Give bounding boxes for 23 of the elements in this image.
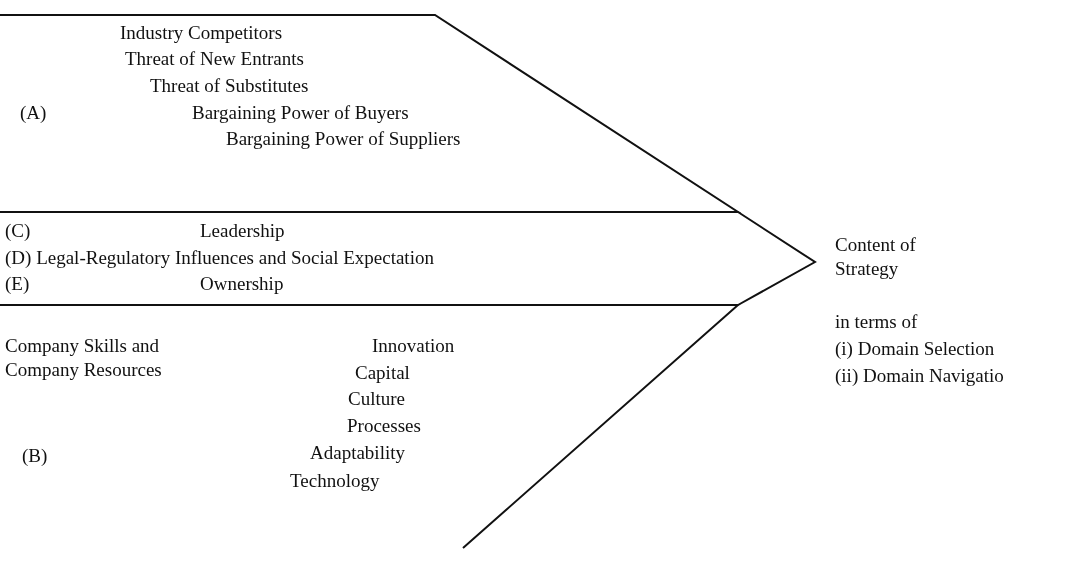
band-text: Threat of Substitutes bbox=[150, 74, 309, 98]
band-text: Technology bbox=[290, 469, 380, 493]
note-text: (i) Domain Selection bbox=[835, 337, 995, 361]
band-text: Threat of New Entrants bbox=[125, 47, 304, 71]
band-text: Leadership bbox=[200, 219, 285, 243]
note-text: in terms of bbox=[835, 310, 918, 334]
band-text: Processes bbox=[347, 414, 421, 438]
note-text: (ii) Domain Navigatio bbox=[835, 364, 1004, 388]
band-text: Capital bbox=[355, 361, 410, 385]
note-text: Content of Strategy bbox=[835, 233, 917, 281]
band-text: Ownership bbox=[200, 272, 284, 296]
band-text: Innovation bbox=[372, 334, 455, 358]
band-text: (B) bbox=[22, 444, 48, 468]
band-text: (C) bbox=[5, 219, 31, 243]
band-text: (E) bbox=[5, 272, 30, 296]
band-text: Culture bbox=[348, 387, 405, 411]
band-text: Bargaining Power of Suppliers bbox=[226, 127, 461, 151]
band-text: Bargaining Power of Buyers bbox=[192, 101, 409, 125]
band-text: (D) Legal-Regulatory Influences and Social Expectation bbox=[5, 246, 434, 270]
band-text: Industry Competitors bbox=[120, 21, 283, 45]
band-text: Company Skills and Company Resources bbox=[5, 334, 163, 382]
band-text: Adaptability bbox=[310, 441, 405, 465]
band-text: (A) bbox=[20, 101, 47, 125]
